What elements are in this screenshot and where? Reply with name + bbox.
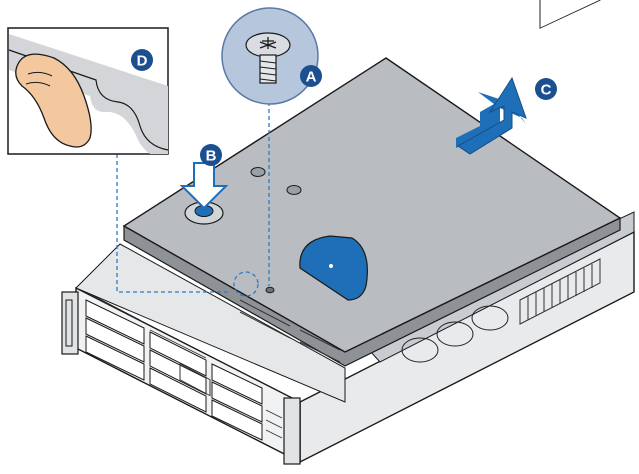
finger-inset [7,27,169,155]
chassis-handle-right [283,397,301,465]
callout-c: C [535,78,557,100]
cover-hole [250,167,266,177]
callout-b: B [200,144,222,166]
callout-d: D [131,49,153,71]
top-cover [75,57,622,403]
screw-icon [245,32,291,84]
top-cover-surface [122,57,622,353]
finger-icon [15,53,92,148]
leader-line-d [116,154,230,293]
leader-lines [116,102,270,297]
callout-d-label: D [137,53,148,70]
screw-inset [221,7,319,105]
drive-bays [85,299,263,441]
cover-latch-button [184,201,224,225]
chassis-handle-left [61,291,79,355]
cover-hole [286,185,302,195]
chassis-front-interior [75,243,346,403]
chassis-side-vents [519,258,601,325]
front-grille [89,293,283,439]
front-interior-details [179,299,341,397]
callout-b-label: B [206,148,217,165]
callout-a-label: A [306,69,317,86]
lift-arrow-icon [456,76,527,155]
latch-detail-circle [233,271,259,297]
chassis-fans [401,0,601,363]
cover-screw-hole [265,286,275,294]
callout-a: A [300,65,322,87]
cover-grip-pad [299,235,368,301]
callout-c-label: C [541,82,552,99]
press-arrow-icon [179,162,229,210]
